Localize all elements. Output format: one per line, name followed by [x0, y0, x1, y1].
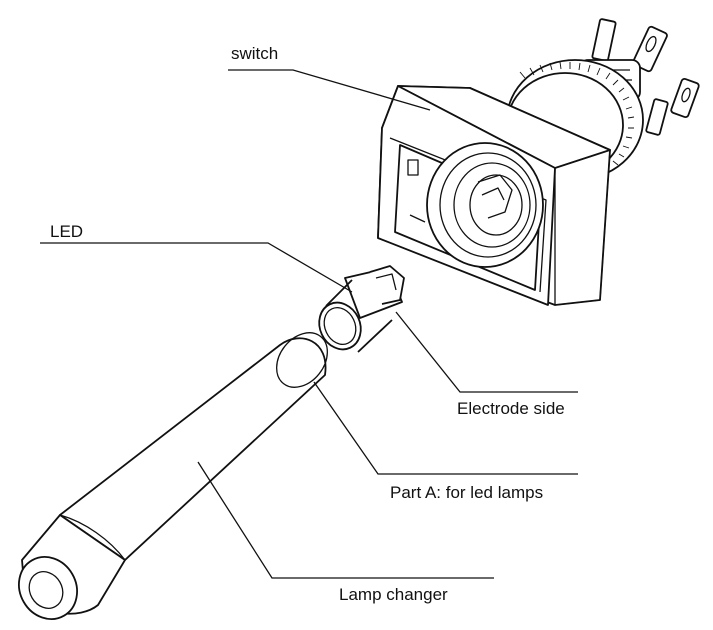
- leader-part-a: [313, 381, 578, 475]
- leader-lines: [40, 69, 578, 579]
- label-switch: switch: [231, 44, 279, 63]
- leader-switch: [228, 69, 431, 111]
- leader-electrode: [395, 311, 578, 393]
- switch-body: [377, 18, 700, 306]
- label-electrode-side: Electrode side: [457, 399, 565, 418]
- label-lamp-changer: Lamp changer: [339, 585, 448, 604]
- label-led: LED: [50, 222, 84, 241]
- switch-bezel: [377, 85, 611, 306]
- label-part-a: Part A: for led lamps: [390, 483, 544, 502]
- leader-led: [40, 242, 353, 293]
- lamp-changer: [18, 332, 328, 620]
- led-component: [318, 265, 405, 353]
- leader-lamp-changer: [197, 461, 494, 579]
